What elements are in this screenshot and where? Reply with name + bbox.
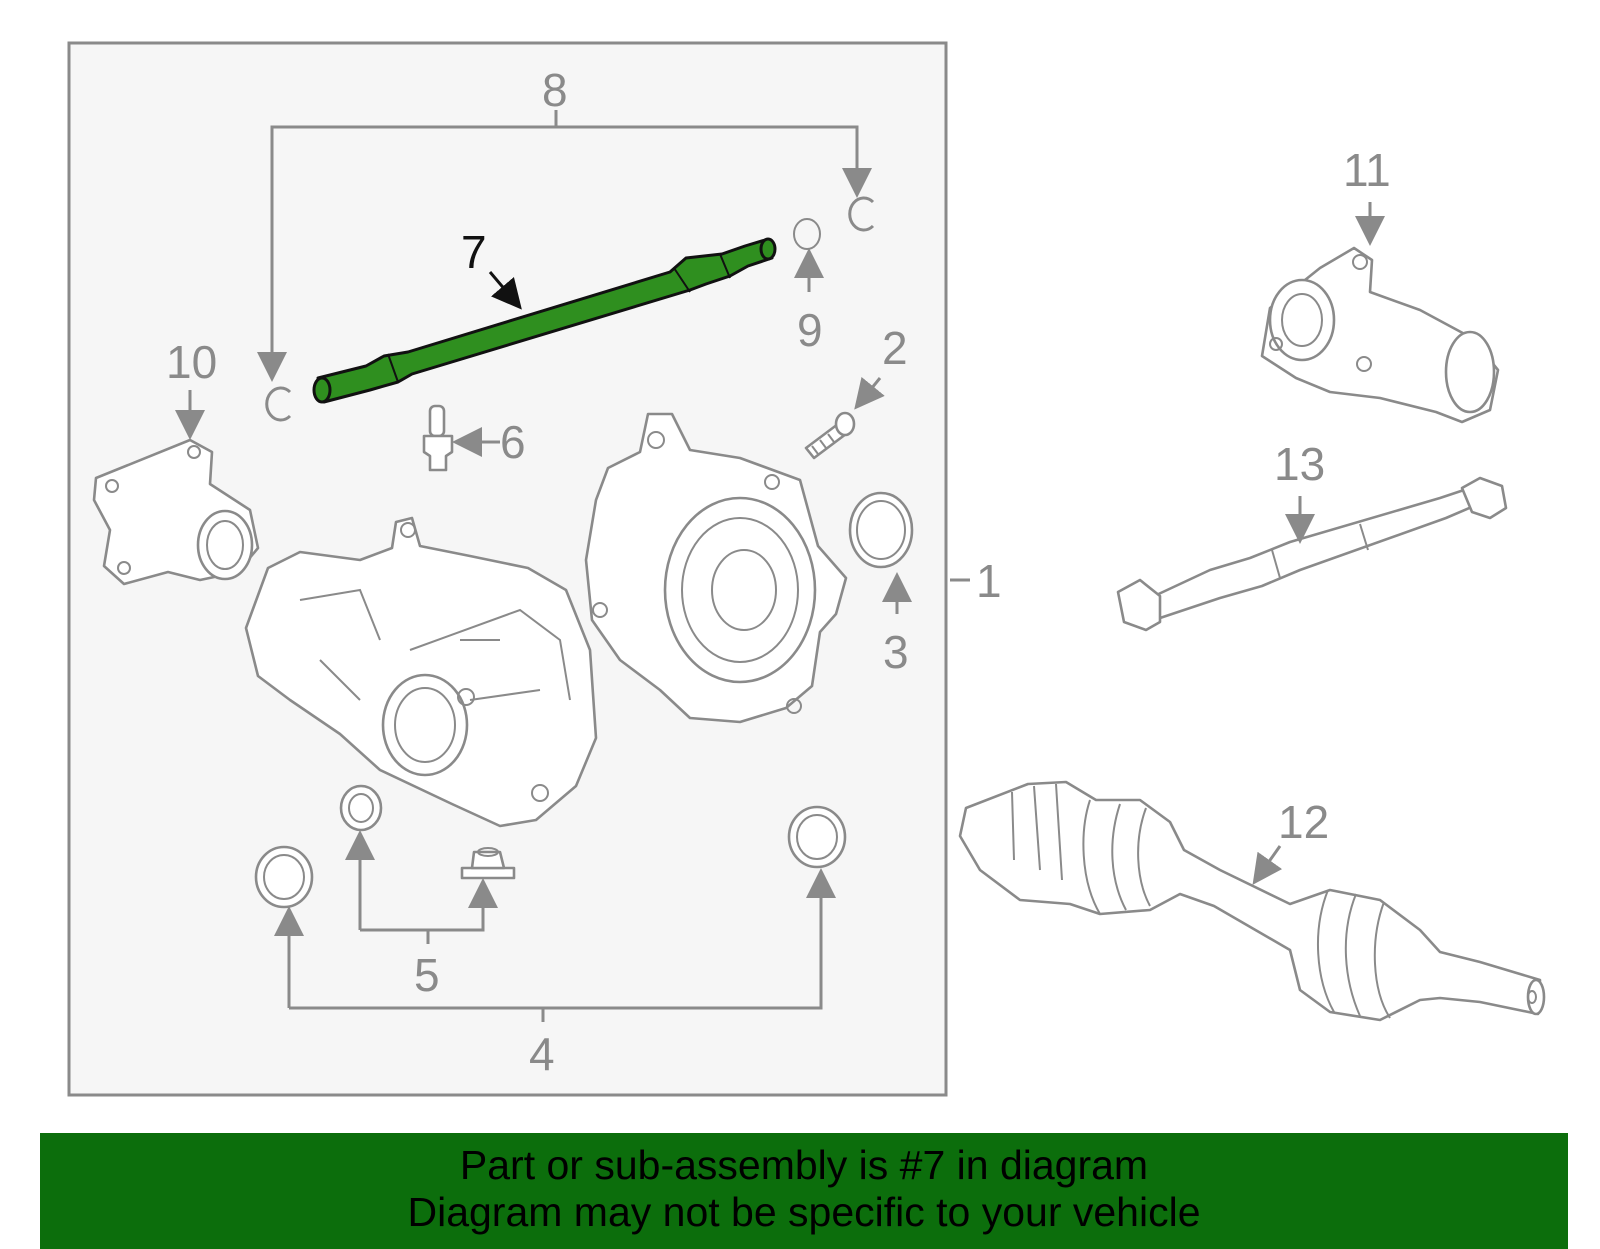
seal-part-4-left [254, 845, 314, 909]
callout-1: 1 [976, 555, 1002, 607]
callout-5: 5 [414, 949, 440, 1001]
leader-7 [488, 271, 522, 310]
callout-7: 7 [461, 226, 487, 278]
shaft-part-7[interactable] [312, 237, 777, 404]
callout-6: 6 [500, 416, 526, 468]
callout-10: 10 [166, 336, 217, 388]
gasket-part-3 [848, 491, 914, 569]
callout-2: 2 [882, 322, 908, 374]
callout-11: 11 [1343, 144, 1391, 196]
bracket-8 [257, 110, 872, 382]
axle-shaft-12 [958, 780, 1546, 1022]
callout-8: 8 [542, 64, 568, 116]
callout-12: 12 [1278, 796, 1329, 848]
snap-ring-left [265, 386, 292, 422]
callout-3: 3 [883, 626, 909, 678]
banner-line-2: Diagram may not be specific to your vehi… [407, 1189, 1201, 1235]
seal-part-4-right [787, 805, 847, 869]
callout-4: 4 [529, 1028, 555, 1080]
snap-ring-right [848, 196, 875, 232]
plug-part-5-right [460, 847, 516, 880]
banner-line-1: Part or sub-assembly is #7 in diagram [459, 1142, 1149, 1188]
bolt-part-2 [804, 411, 856, 460]
info-banner: Part or sub-assembly is #7 in diagram Di… [40, 1133, 1568, 1249]
propeller-shaft-13 [1116, 476, 1508, 632]
vent-plug-6 [422, 404, 454, 472]
callout-13: 13 [1274, 438, 1325, 490]
housing-cover [584, 412, 848, 724]
plug-part-5-left [339, 784, 383, 832]
callout-9: 9 [797, 304, 823, 356]
flange-part-10 [92, 438, 260, 586]
differential-housing [244, 516, 598, 828]
actuator-part-11 [1260, 246, 1500, 424]
